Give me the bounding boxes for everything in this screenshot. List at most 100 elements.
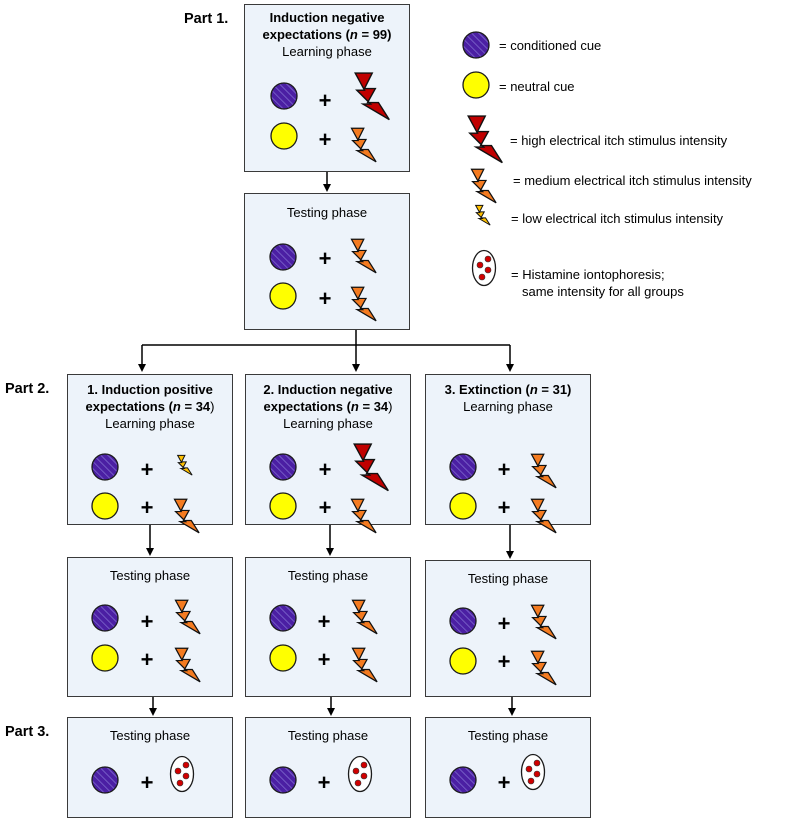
phase-label: Testing phase <box>287 728 369 743</box>
neutral-cue-icon <box>269 644 297 672</box>
group1-testing-box: Testing phase + + <box>67 557 233 697</box>
neutral-cue-icon <box>269 492 297 520</box>
plus-sign: + <box>140 609 154 634</box>
plus-sign: + <box>497 457 511 482</box>
histamine-iontophoresis-icon <box>520 753 546 791</box>
conditioned-cue-icon <box>91 604 119 632</box>
plus-sign: + <box>497 611 511 636</box>
plus-sign: + <box>140 770 154 795</box>
conditioned-cue-icon <box>269 243 297 271</box>
plus-sign: + <box>318 246 332 271</box>
medium-intensity-bolt-icon <box>527 649 559 687</box>
part-2-label: Part 2. <box>5 381 50 397</box>
low-intensity-bolt-icon <box>473 204 493 228</box>
plus-sign: + <box>140 495 154 520</box>
histamine-iontophoresis-icon <box>471 249 497 287</box>
title-close: ) <box>388 399 393 414</box>
legend-high-intensity: = high electrical itch stimulus intensit… <box>510 133 728 148</box>
phase-label: Learning phase <box>105 416 195 431</box>
n-symbol: n <box>172 399 181 414</box>
box-title: Induction negative expectations (n = 99)… <box>245 9 409 60</box>
phase-label: Testing phase <box>467 571 549 586</box>
group2-testing-box: Testing phase + + <box>245 557 411 697</box>
plus-sign: + <box>317 609 331 634</box>
medium-intensity-bolt-icon <box>527 452 559 490</box>
high-intensity-bolt-icon <box>349 70 395 122</box>
group3-part3-box: Testing phase + <box>425 717 591 818</box>
legend-medium-intensity: = medium electrical itch stimulus intens… <box>513 173 752 188</box>
plus-sign: + <box>140 647 154 672</box>
plus-sign: + <box>497 770 511 795</box>
high-intensity-bolt-icon <box>462 113 508 165</box>
low-intensity-bolt-icon <box>175 454 195 478</box>
medium-intensity-bolt-icon <box>170 497 202 535</box>
neutral-cue-icon <box>91 492 119 520</box>
n-value: = 31) <box>537 382 572 397</box>
title-line1: 1. Induction positive <box>87 382 213 397</box>
group1-part3-box: Testing phase + <box>67 717 233 818</box>
medium-intensity-bolt-icon <box>348 646 380 684</box>
high-intensity-bolt-icon <box>348 441 394 493</box>
conditioned-cue-icon <box>449 453 477 481</box>
medium-intensity-bolt-icon <box>171 646 203 684</box>
plus-sign: + <box>317 647 331 672</box>
plus-sign: + <box>318 457 332 482</box>
title-line2: expectations ( <box>262 27 350 42</box>
group3-learning-box: 3. Extinction (n = 31) Learning phase + … <box>425 374 591 534</box>
conditioned-cue-icon <box>449 607 477 635</box>
n-value: = 99) <box>357 27 392 42</box>
legend-conditioned-cue: = conditioned cue <box>499 38 602 53</box>
conditioned-cue-icon <box>462 31 490 59</box>
group2-part3-box: Testing phase + <box>245 717 411 818</box>
conditioned-cue-icon <box>269 453 297 481</box>
n-symbol: n <box>349 27 358 42</box>
medium-intensity-bolt-icon <box>467 167 499 205</box>
title-line2: expectations ( <box>85 399 173 414</box>
histamine-iontophoresis-icon <box>169 755 195 793</box>
neutral-cue-icon <box>449 647 477 675</box>
phase-label: Learning phase <box>283 416 373 431</box>
medium-intensity-bolt-icon <box>347 237 379 275</box>
plus-sign: + <box>140 457 154 482</box>
box-title: 1. Induction positive expectations (n = … <box>68 381 232 432</box>
part1-testing-box: Testing phase + + <box>244 193 410 330</box>
conditioned-cue-icon <box>269 604 297 632</box>
phase-label: Testing phase <box>109 728 191 743</box>
n-value: = 34 <box>180 399 211 414</box>
group3-testing-box: Testing phase + + <box>425 560 591 697</box>
neutral-cue-icon <box>449 492 477 520</box>
group1-learning-box: 1. Induction positive expectations (n = … <box>67 374 233 534</box>
conditioned-cue-icon <box>269 766 297 794</box>
part-1-label: Part 1. <box>184 11 229 27</box>
plus-sign: + <box>317 770 331 795</box>
part-3-label: Part 3. <box>5 724 50 740</box>
medium-intensity-bolt-icon <box>347 285 379 323</box>
title-line1: 3. Extinction ( <box>444 382 530 397</box>
neutral-cue-icon <box>91 644 119 672</box>
phase-label: Testing phase <box>286 205 368 220</box>
box-title: 3. Extinction (n = 31) Learning phase <box>426 381 590 415</box>
title-line1: 2. Induction negative <box>263 382 393 397</box>
plus-sign: + <box>318 286 332 311</box>
n-symbol: n <box>529 382 538 397</box>
plus-sign: + <box>497 649 511 674</box>
legend-neutral-cue: = neutral cue <box>499 79 575 94</box>
medium-intensity-bolt-icon <box>527 497 559 535</box>
group2-learning-box: 2. Induction negative expectations (n = … <box>245 374 411 534</box>
box-title: 2. Induction negative expectations (n = … <box>246 381 410 432</box>
plus-sign: + <box>318 127 332 152</box>
phase-label: Testing phase <box>467 728 549 743</box>
medium-intensity-bolt-icon <box>347 126 379 164</box>
plus-sign: + <box>497 495 511 520</box>
title-line1: Induction negative <box>269 10 385 25</box>
n-symbol: n <box>350 399 359 414</box>
conditioned-cue-icon <box>91 766 119 794</box>
n-value: = 34 <box>358 399 389 414</box>
phase-label: Learning phase <box>463 399 553 414</box>
medium-intensity-bolt-icon <box>171 598 203 636</box>
histamine-iontophoresis-icon <box>347 755 373 793</box>
phase-label: Testing phase <box>109 568 191 583</box>
legend-histamine-line1: = Histamine iontophoresis; <box>511 267 665 282</box>
conditioned-cue-icon <box>270 82 298 110</box>
